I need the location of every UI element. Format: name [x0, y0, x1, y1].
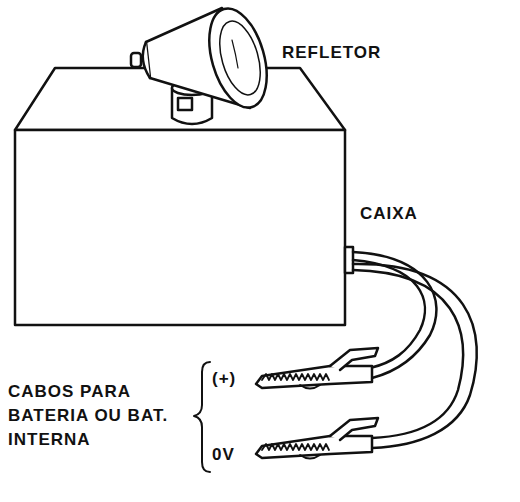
- brace: [194, 362, 210, 472]
- polarity-label: (+): [212, 368, 236, 390]
- mount-bolt: [178, 98, 192, 110]
- lens-glint: [232, 40, 238, 68]
- note-label: CABOS PARA BATERIA OU BAT. INTERNA: [8, 380, 188, 452]
- box-front: [15, 130, 345, 325]
- part-label: REFLETOR: [282, 42, 381, 64]
- part-label: CAIXA: [360, 203, 418, 225]
- reflector-opening: [199, 2, 277, 114]
- reflector-lens: [212, 17, 268, 100]
- reflector-knob: [131, 53, 141, 67]
- alligator-clip: [256, 418, 378, 459]
- reflector-back: [143, 42, 150, 78]
- alligator-clip: [256, 348, 378, 389]
- polarity-label: 0V: [212, 444, 235, 466]
